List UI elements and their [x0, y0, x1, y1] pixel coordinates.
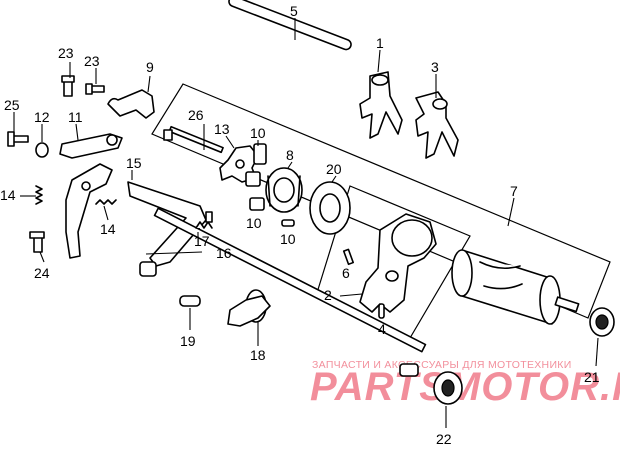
- label-part-20: 20: [326, 161, 342, 177]
- part-2-drum-cam-plate: [359, 213, 437, 313]
- part-16-gearshift-spindle: [127, 181, 427, 353]
- label-part-2: 2: [324, 287, 332, 303]
- label-part-7: 7: [510, 183, 518, 199]
- label-part-5: 5: [290, 3, 298, 19]
- part-26-long-bolt: [163, 125, 224, 154]
- label-part-19: 19: [180, 333, 196, 349]
- watermark-caption: ЗАПЧАСТИ И АКСЕССУАРЫ ДЛЯ МОТОТЕХНИКИ: [312, 359, 572, 371]
- part-14-springs: [35, 185, 117, 205]
- part-15-shift-plate: [65, 163, 113, 259]
- part-1-shift-fork: [359, 71, 403, 139]
- part-17-spring: [195, 211, 213, 229]
- label-part-10b: 10: [246, 215, 262, 231]
- part-18-spindle-collar: [227, 289, 271, 327]
- part-21-seal: [589, 307, 615, 337]
- part-24-bolt: [29, 231, 45, 253]
- label-part-11: 11: [68, 109, 83, 125]
- part-3-shift-fork: [415, 91, 459, 159]
- label-part-6: 6: [342, 265, 350, 281]
- label-part-21: 21: [584, 369, 600, 385]
- label-part-10a: 10: [250, 125, 266, 141]
- part-19-pin: [179, 295, 201, 307]
- label-part-10c: 10: [280, 231, 296, 247]
- label-part-17: 17: [194, 233, 210, 249]
- label-part-26: 26: [188, 107, 204, 123]
- label-part-1: 1: [376, 35, 384, 51]
- part-8-bearing: [265, 167, 303, 213]
- label-part-13: 13: [214, 121, 230, 137]
- watermark-brand: PARTSMOTOR.RU: [310, 365, 620, 409]
- part-22-seal: [399, 363, 463, 405]
- part-6-pin: [342, 248, 355, 266]
- leader-lines: [13, 18, 599, 428]
- label-part-23a: 23: [58, 45, 74, 61]
- label-part-3: 3: [431, 59, 439, 75]
- label-part-18: 18: [250, 347, 266, 363]
- watermark: ЗАПЧАСТИ И АКСЕССУАРЫ ДЛЯ МОТОТЕХНИКИ PA…: [310, 359, 620, 409]
- part-25-bolt: [7, 131, 29, 147]
- label-part-24: 24: [34, 265, 50, 281]
- label-part-25: 25: [4, 97, 20, 113]
- part-7-shift-drum: [451, 249, 580, 325]
- label-part-8: 8: [286, 147, 294, 163]
- part-20-bearing-ring: [309, 181, 351, 235]
- part-12-nut: [35, 142, 49, 158]
- label-part-12: 12: [34, 109, 50, 125]
- part-11-stopper-arm: [59, 133, 123, 159]
- part-number-labels: 5 1 3 7 2 6 4 9 23 23 25 12 11 14 14 26 …: [0, 3, 600, 447]
- part-10-pins: [245, 143, 295, 227]
- label-part-4: 4: [378, 321, 386, 337]
- label-part-14a: 14: [0, 187, 16, 203]
- label-part-16: 16: [216, 245, 232, 261]
- label-part-15: 15: [126, 155, 142, 171]
- label-part-22: 22: [436, 431, 452, 447]
- part-9-bracket: [107, 89, 155, 119]
- label-part-23b: 23: [84, 53, 100, 69]
- part-5-shift-fork-shaft: [228, 0, 352, 51]
- label-part-9: 9: [146, 59, 154, 75]
- part-23-bolts: [61, 75, 105, 97]
- label-part-14b: 14: [100, 221, 116, 237]
- part-4-pin: [378, 303, 385, 319]
